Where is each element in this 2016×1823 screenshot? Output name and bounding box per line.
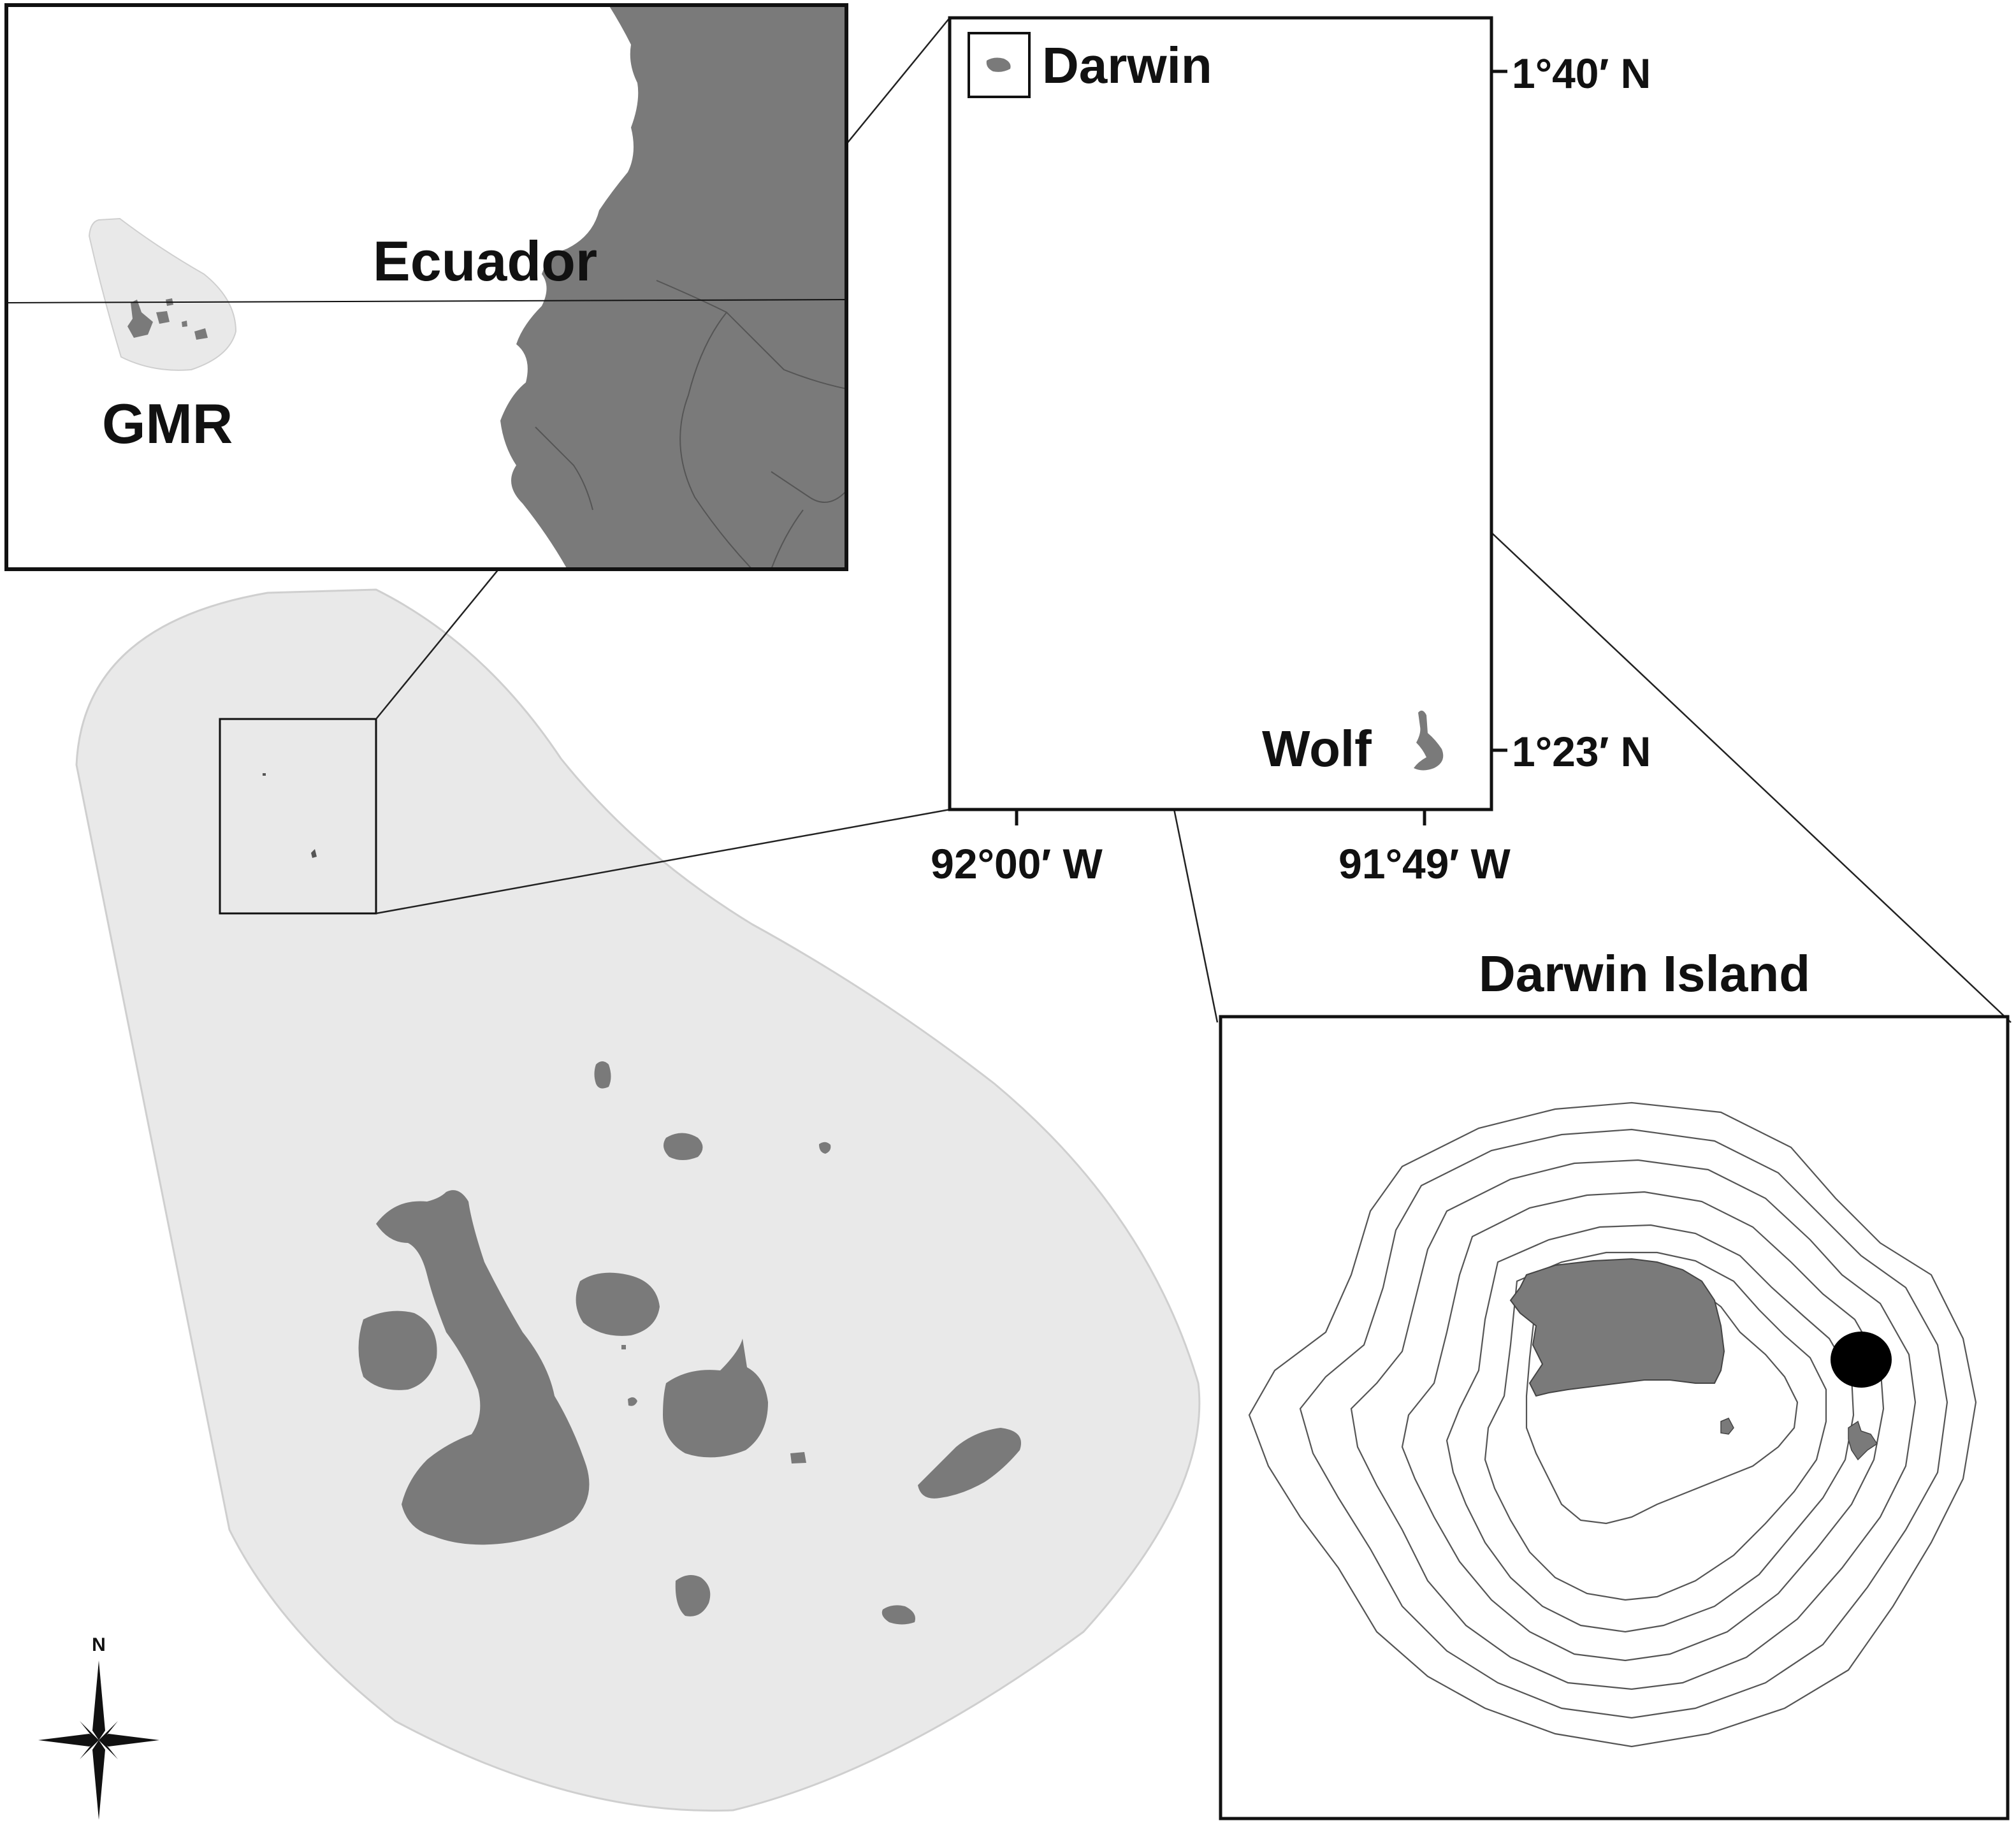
- island-darwin-detail: [1509, 1258, 1725, 1397]
- island-santa-fe: [790, 1452, 806, 1463]
- island-pinzon: [628, 1397, 637, 1406]
- island-pinta: [594, 1061, 611, 1089]
- island-santa-cruz: [663, 1339, 768, 1458]
- darwin-label: Darwin: [1042, 37, 1212, 94]
- coordinate-ticks: [1015, 69, 1507, 825]
- country-borders: [535, 280, 847, 570]
- island-isabela: [376, 1190, 590, 1545]
- darwin-wolf-inset: Darwin Wolf 1°40′ N 1°23′ N 92°00′ W 91°…: [931, 16, 1651, 887]
- wolf-label: Wolf: [1262, 720, 1372, 777]
- island-darwin-mid: [986, 57, 1011, 72]
- reserve-boundary: [75, 588, 1201, 1812]
- darwin-island-title: Darwin Island: [1479, 945, 1810, 1002]
- darwin-detail-background: [1221, 1017, 2008, 1819]
- darwin-wolf-inset-background: [950, 18, 1491, 810]
- darwin-detail-frame: [1219, 1015, 2010, 1820]
- darwin-wolf-inset-frame: [948, 16, 1493, 811]
- island-santiago: [576, 1272, 660, 1336]
- main-reserve-map: [75, 588, 1201, 1812]
- lat-tick-label-north: 1°40′ N: [1512, 50, 1651, 97]
- island-marchena: [664, 1133, 703, 1160]
- island-fernandina: [358, 1311, 437, 1390]
- equator-line: [6, 299, 847, 303]
- islet-darwin-south: [1720, 1418, 1734, 1435]
- lon-tick-label-east: 91°49′ W: [1338, 840, 1511, 887]
- island-wolf-small: [311, 849, 317, 858]
- darwin-island-detail: Darwin Island: [1219, 945, 2010, 1820]
- gmr-label: GMR: [102, 392, 233, 455]
- island-espanola: [881, 1605, 915, 1625]
- study-site-marker: [1831, 1332, 1892, 1388]
- north-arrow-label: N: [92, 1634, 106, 1655]
- darwin-wolf-locator-box: [219, 718, 377, 915]
- island-wolf-mid: [1414, 710, 1444, 771]
- lon-tick-label-west: 92°00′ W: [931, 840, 1103, 887]
- ecuador-label: Ecuador: [373, 229, 597, 293]
- islet-darwin-east: [1848, 1420, 1878, 1461]
- north-arrow: N: [38, 1634, 159, 1820]
- gmr-islands-small: [127, 298, 208, 340]
- island-genovesa: [819, 1142, 831, 1154]
- overview-inset: Ecuador GMR: [4, 3, 848, 571]
- overview-inset-frame: [4, 3, 848, 571]
- island-floreana: [675, 1575, 711, 1616]
- lat-tick-label-south: 1°23′ N: [1512, 728, 1651, 775]
- island-darwin-small: [263, 773, 266, 776]
- darwin-inset-locator-box: [968, 32, 1031, 98]
- island-san-cristobal: [918, 1428, 1021, 1499]
- islet-small: [621, 1345, 626, 1349]
